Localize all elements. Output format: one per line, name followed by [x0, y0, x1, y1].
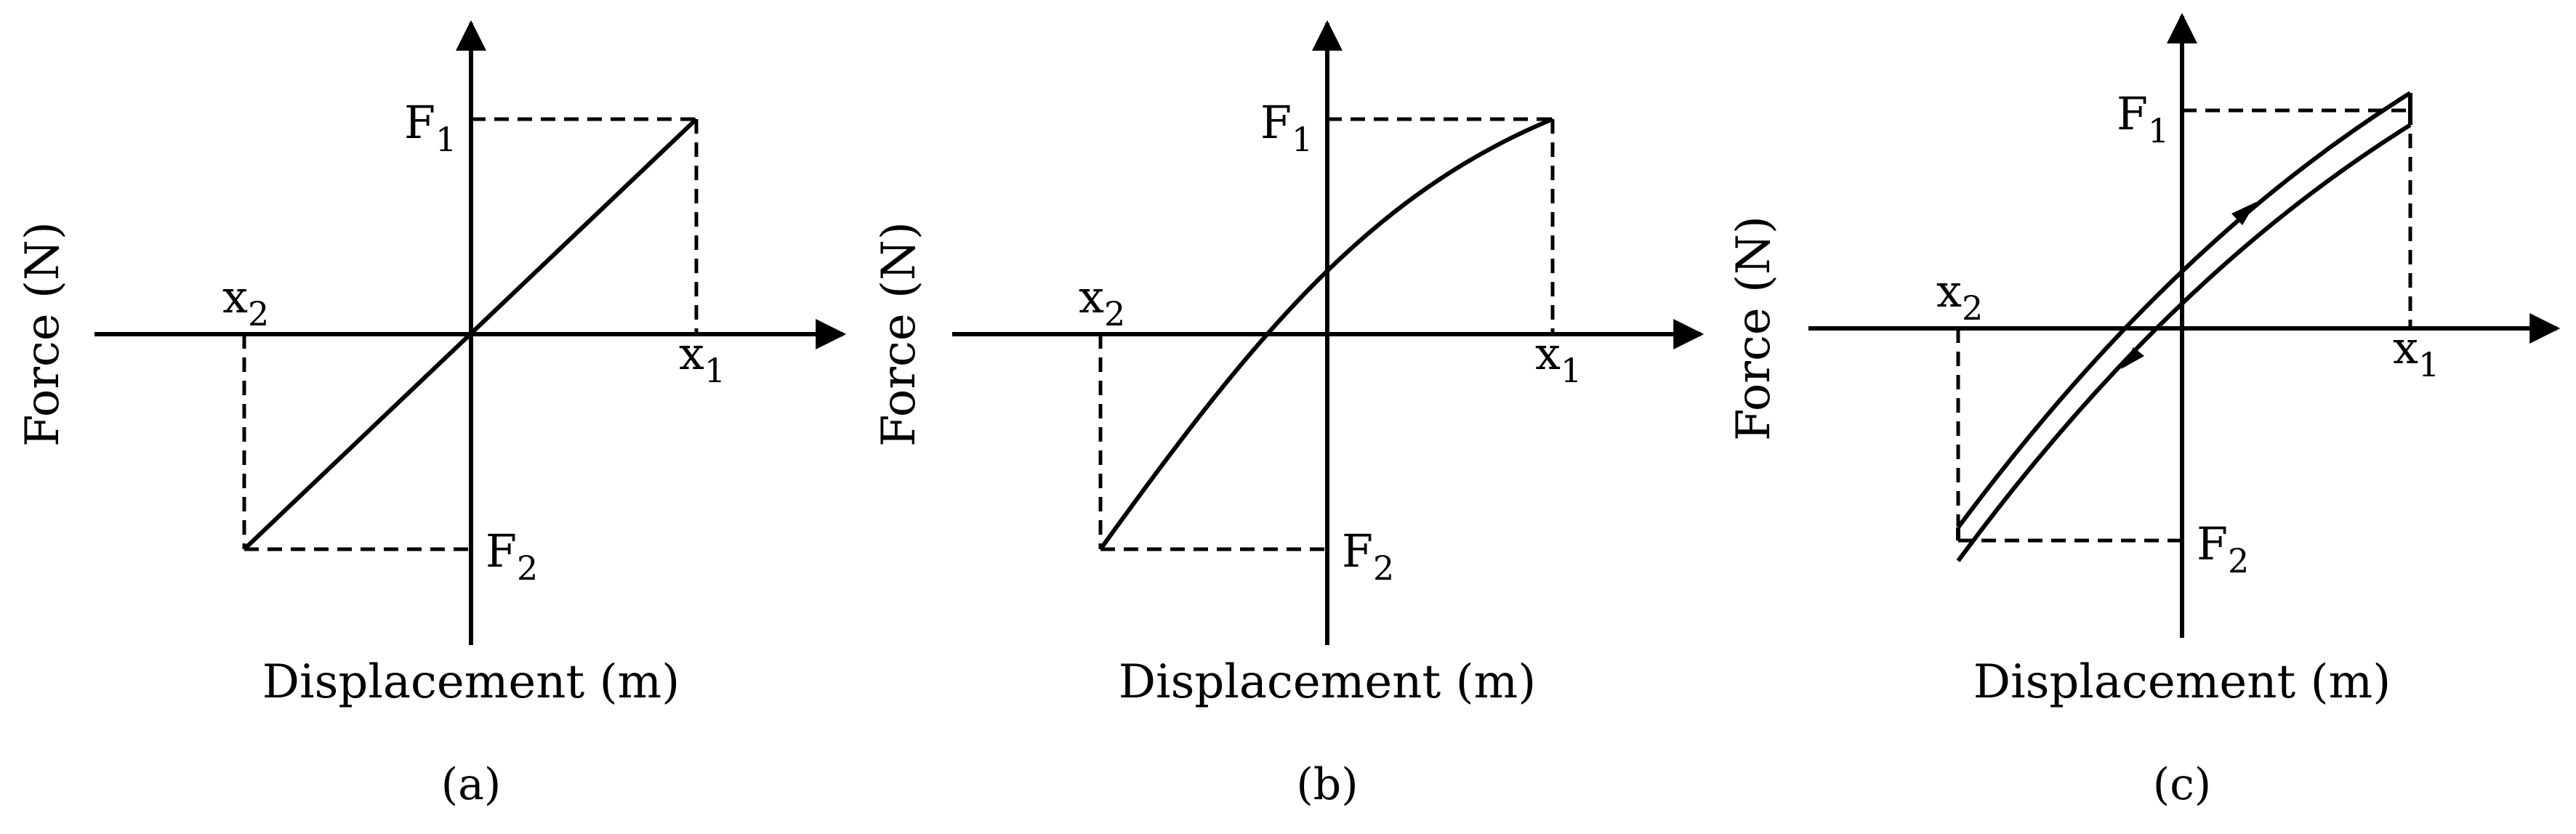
y-axis-title: Force (N): [872, 222, 926, 447]
x1-label: x1: [679, 327, 725, 390]
x2-label: x2: [1079, 270, 1125, 333]
panel-a: F1 F2 x1 x2 Force (N) Displacement (m) (…: [16, 20, 847, 810]
panel-b: F1 F2 x1 x2 Force (N) Displacement (m) (…: [872, 20, 1704, 810]
panel-caption: (b): [1296, 759, 1358, 810]
panel-caption: (a): [441, 759, 502, 810]
force-curve-linear: [242, 117, 699, 551]
panel-c: F1 F2 x1 x2 Force (N) Displacement (m) (…: [1727, 12, 2561, 810]
panel-caption: (c): [2153, 759, 2211, 810]
y-axis-title: Force (N): [1727, 216, 1781, 441]
unloading-direction-arrow: [2231, 202, 2256, 225]
loading-direction-arrow: [2121, 347, 2144, 369]
y-axis-title: Force (N): [16, 222, 70, 447]
f2-label: F2: [486, 525, 538, 588]
x1-label: x1: [2393, 321, 2439, 384]
f1-label: F1: [404, 96, 456, 159]
x2-label: x2: [1936, 264, 1983, 328]
x-axis-title: Displacement (m): [1119, 655, 1536, 709]
x1-label: x1: [1535, 327, 1582, 390]
f1-label: F1: [1260, 96, 1313, 159]
f1-label: F1: [2117, 87, 2169, 150]
unloading-curve: [1956, 91, 2412, 529]
x2-label: x2: [222, 270, 269, 333]
force-curve-nonlinear: [1098, 117, 1554, 551]
f2-label: F2: [1342, 525, 1394, 588]
loading-curve: [1956, 123, 2412, 562]
x-axis-title: Displacement (m): [1973, 655, 2391, 709]
x-axis-title: Displacement (m): [262, 655, 680, 709]
f2-label: F2: [2197, 517, 2249, 580]
